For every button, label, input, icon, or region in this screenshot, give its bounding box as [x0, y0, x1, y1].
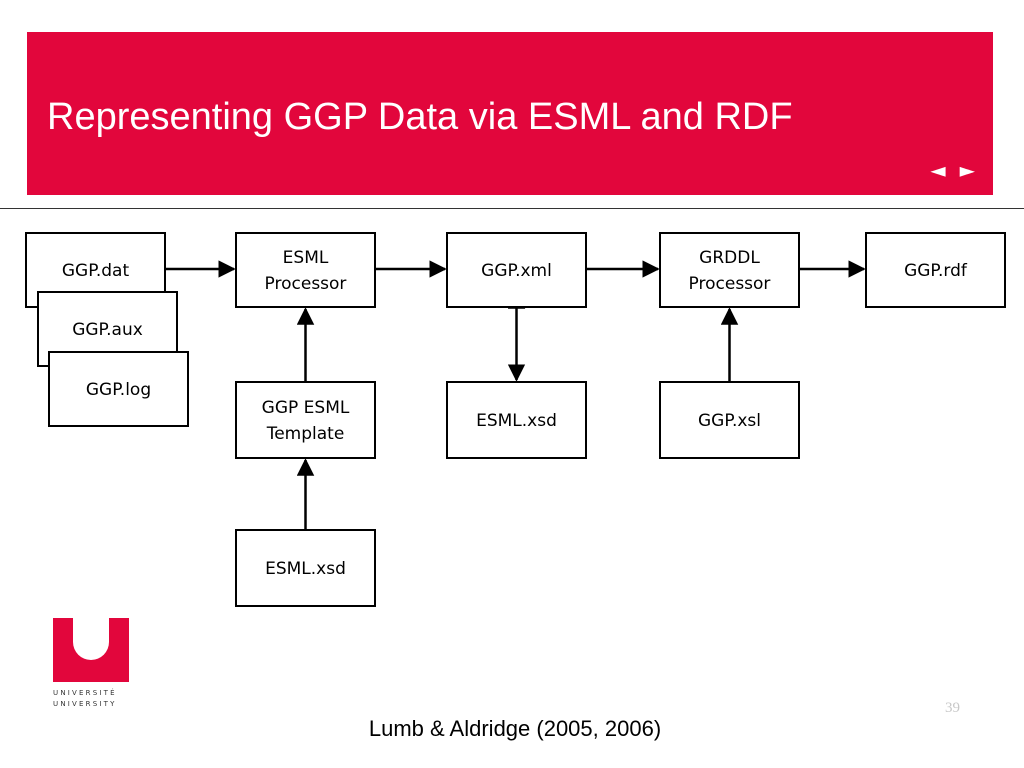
logo-line-1: UNIVERSITÉ — [53, 689, 117, 697]
slide-nav: ◄ ► — [930, 158, 975, 182]
node-label: GGP.log — [86, 380, 151, 400]
node-label: GGP.aux — [72, 320, 143, 340]
slide-title: Representing GGP Data via ESML and RDF — [47, 96, 793, 138]
node-label: GGP.xml — [481, 261, 552, 281]
page-number: 39 — [945, 700, 960, 716]
node-label: Processor — [689, 274, 771, 294]
node-ggp-xml: GGP.xml — [446, 232, 587, 308]
node-label: GGP.xsl — [698, 411, 761, 431]
university-logo: UNIVERSITÉ UNIVERSITY — [53, 606, 129, 709]
node-ggp-esml-template: GGP ESML Template — [235, 381, 376, 459]
node-esml-xsd-mid: ESML.xsd — [446, 381, 587, 459]
node-esml-processor: ESML Processor — [235, 232, 376, 308]
node-label: GRDDL — [699, 248, 760, 268]
node-grddl-processor: GRDDL Processor — [659, 232, 800, 308]
node-ggp-log: GGP.log — [48, 351, 189, 427]
node-ggp-rdf: GGP.rdf — [865, 232, 1006, 308]
title-banner: Representing GGP Data via ESML and RDF ◄… — [27, 32, 993, 195]
header-divider — [0, 208, 1024, 209]
node-label: ESML.xsd — [265, 559, 346, 579]
previous-slide-icon[interactable]: ◄ — [930, 158, 946, 182]
node-label: Processor — [265, 274, 347, 294]
university-logo-mark — [53, 606, 129, 682]
logo-line-2: UNIVERSITY — [53, 700, 117, 708]
node-esml-xsd-bottom: ESML.xsd — [235, 529, 376, 607]
node-label: GGP.dat — [62, 261, 130, 281]
citation: Lumb & Aldridge (2005, 2006) — [368, 716, 662, 741]
node-label: Template — [266, 424, 345, 444]
node-label: GGP.rdf — [904, 261, 968, 281]
node-label: GGP ESML — [262, 398, 350, 418]
node-label: ESML — [283, 248, 329, 268]
next-slide-icon[interactable]: ► — [959, 158, 975, 182]
node-label: ESML.xsd — [476, 411, 557, 431]
node-ggp-xsl: GGP.xsl — [659, 381, 800, 459]
